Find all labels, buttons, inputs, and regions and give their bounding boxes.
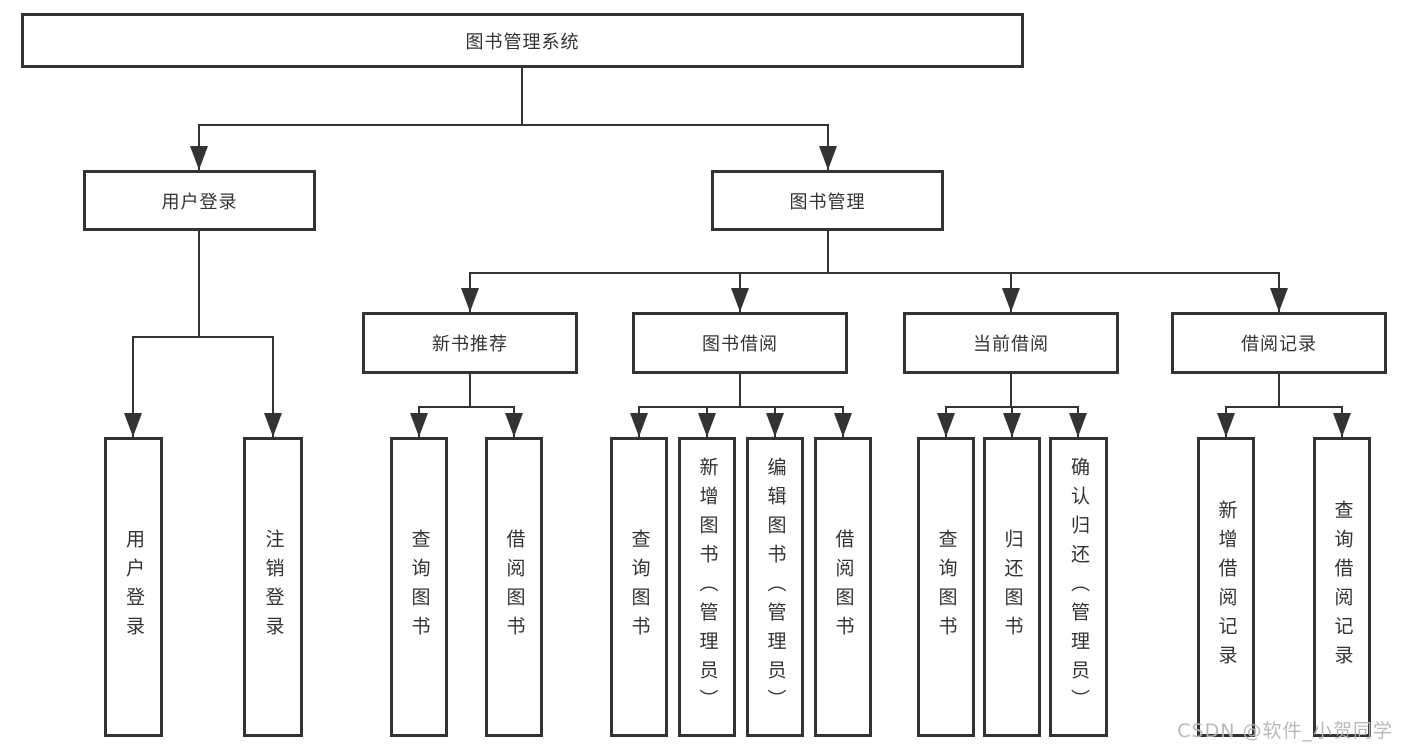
connector-bar-book-management [469, 272, 1280, 274]
node-book-borrowing: 图书借阅 [632, 312, 848, 374]
arrowhead-icon [1002, 288, 1020, 312]
connector-stem-current-borrowing [1010, 374, 1012, 406]
arrowhead-icon [190, 146, 208, 170]
leaf-query-books-3: 查询图书 [917, 437, 975, 737]
node-label: 查询借阅记录 [1331, 500, 1354, 674]
node-label: 查询图书 [935, 529, 958, 645]
connector-stem-book-borrowing [739, 374, 741, 406]
node-label: 当前借阅 [973, 334, 1049, 355]
leaf-confirm-return-admin: 确认归还（管理员） [1049, 437, 1108, 737]
connector-bar-book-borrowing [638, 406, 844, 408]
node-label: 图书管理 [789, 191, 866, 213]
node-book-management: 图书管理 [711, 170, 944, 231]
node-current-borrowing: 当前借阅 [903, 312, 1119, 374]
leaf-user-login: 用户登录 [104, 437, 163, 737]
arrowhead-icon [630, 413, 648, 437]
node-borrowing-records: 借阅记录 [1171, 312, 1387, 374]
node-label: 编辑图书（管理员） [764, 456, 787, 718]
arrowhead-icon [698, 413, 716, 437]
leaf-add-borrow-record: 新增借阅记录 [1197, 437, 1255, 737]
node-label: 借阅记录 [1241, 334, 1317, 355]
arrowhead-icon [834, 413, 852, 437]
node-label: 图书借阅 [702, 334, 778, 355]
arrowhead-icon [766, 413, 784, 437]
connector-stem-borrowing-records [1278, 374, 1280, 406]
arrowhead-icon [461, 288, 479, 312]
arrowhead-icon [819, 146, 837, 170]
leaf-query-books-1: 查询图书 [390, 437, 448, 737]
arrowhead-icon [1217, 413, 1235, 437]
node-label: 借阅图书 [503, 529, 526, 645]
leaf-logout: 注销登录 [243, 437, 303, 737]
connector-stem-root [521, 68, 523, 124]
node-label: 新增图书（管理员） [696, 456, 719, 718]
arrowhead-icon [264, 413, 282, 437]
arrowhead-icon [937, 413, 955, 437]
leaf-query-borrow-record: 查询借阅记录 [1313, 437, 1371, 737]
node-label: 图书管理系统 [465, 31, 580, 53]
arrowhead-icon [1333, 413, 1351, 437]
node-label: 用户登录 [123, 529, 145, 645]
arrowhead-icon [124, 413, 142, 437]
node-label: 查询图书 [408, 529, 431, 645]
arrowhead-icon [505, 413, 523, 437]
node-library-management-system: 图书管理系统 [21, 13, 1024, 68]
node-label: 归还图书 [1001, 529, 1024, 645]
node-label: 确认归还（管理员） [1068, 456, 1090, 718]
connector-bar-borrowing-records [1225, 406, 1343, 408]
node-user-login: 用户登录 [83, 170, 316, 231]
leaf-edit-books-admin: 编辑图书（管理员） [746, 437, 804, 737]
connector-drop-leaf [272, 336, 274, 437]
node-label: 新增借阅记录 [1215, 500, 1238, 674]
arrowhead-icon [731, 288, 749, 312]
leaf-borrow-books-1: 借阅图书 [485, 437, 543, 737]
connector-drop-leaf [132, 336, 134, 437]
leaf-query-books-2: 查询图书 [610, 437, 668, 737]
node-label: 注销登录 [262, 529, 285, 645]
arrowhead-icon [1069, 413, 1087, 437]
connector-stem-new-book [469, 374, 471, 406]
node-label: 新书推荐 [432, 334, 508, 355]
leaf-add-books-admin: 新增图书（管理员） [678, 437, 736, 737]
connector-bar-root [198, 124, 829, 126]
csdn-watermark: CSDN @软件_小贺同学 [1177, 720, 1393, 742]
arrowhead-icon [1003, 413, 1021, 437]
node-new-book-recommendation: 新书推荐 [362, 312, 578, 374]
connector-bar-new-book [418, 406, 515, 408]
connector-bar-user-login [132, 336, 274, 338]
arrowhead-icon [1270, 288, 1288, 312]
arrowhead-icon [410, 413, 428, 437]
node-label: 查询图书 [628, 529, 651, 645]
leaf-return-books: 归还图书 [983, 437, 1041, 737]
node-label: 借阅图书 [832, 529, 855, 645]
connector-stem-user-login [198, 231, 200, 336]
node-label: 用户登录 [161, 191, 238, 213]
connector-stem-book-management [827, 231, 829, 272]
leaf-borrow-books-2: 借阅图书 [814, 437, 872, 737]
